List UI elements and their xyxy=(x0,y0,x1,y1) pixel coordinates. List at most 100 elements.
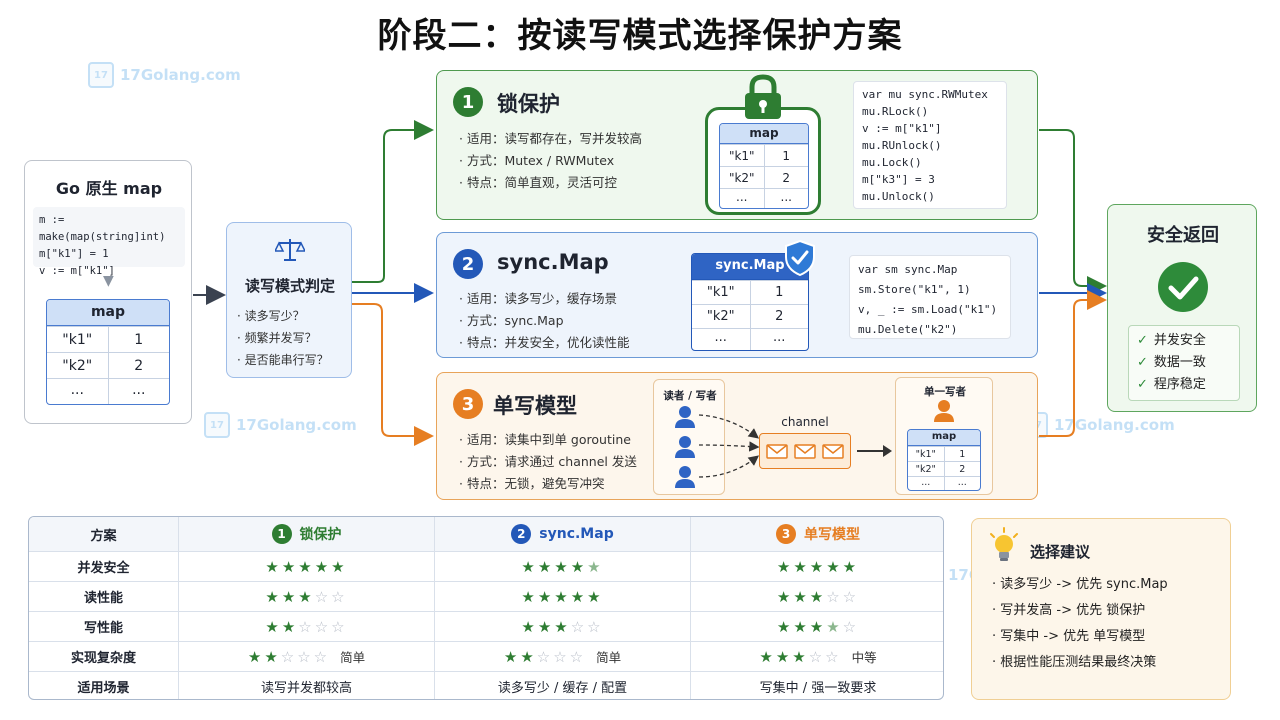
advice-item: · 写并发高 -> 优先 锁保护 xyxy=(992,603,1146,618)
advice-card: 选择建议 · 读多写少 -> 优先 sync.Map · 写并发高 -> 优先 … xyxy=(971,518,1231,700)
star-filled-icon: ★ xyxy=(587,557,604,576)
send-arrows xyxy=(698,414,760,478)
star-empty-icon: ☆ xyxy=(569,647,587,666)
judge-title: 读写模式判定 xyxy=(244,277,335,295)
row-label: 写性能 xyxy=(29,612,179,641)
safe-benefits-list: ✓并发安全 ✓数据一致 ✓程序稳定 xyxy=(1128,325,1240,401)
star-filled-icon: ★ xyxy=(521,557,538,576)
option-syncmap-card: 2 sync.Map · 适用：读多写少，缓存场景 · 方式：sync.Map … xyxy=(436,232,1038,358)
list-item: ✓并发安全 xyxy=(1137,333,1206,348)
judge-question: · 是否能串行写？ xyxy=(237,353,329,367)
star-rating: ★★★☆☆ xyxy=(777,588,859,606)
star-filled-icon: ★ xyxy=(826,557,843,576)
star-filled-icon: ★ xyxy=(264,647,281,666)
scenario-cell: 读写并发都较高 xyxy=(179,672,435,699)
table-header-cell: 方案 xyxy=(29,517,179,551)
table-row: ...... xyxy=(692,328,808,350)
judge-question: · 频繁并发写？ xyxy=(237,331,317,345)
star-empty-icon: ☆ xyxy=(825,647,842,666)
option-bullet: · 方式：请求通过 channel 发送 xyxy=(459,454,637,469)
envelope-icons xyxy=(766,444,844,459)
option-lock-card: 1 锁保护 · 适用：读写都存在，写并发较高 · 方式：Mutex / RWMu… xyxy=(436,70,1038,220)
star-filled-icon: ★ xyxy=(809,557,827,576)
star-empty-icon: ☆ xyxy=(280,647,298,666)
star-filled-icon: ★ xyxy=(503,647,521,666)
rating-cell: ★★★★★ xyxy=(435,582,691,611)
star-filled-icon: ★ xyxy=(554,617,571,636)
star-filled-icon: ★ xyxy=(809,617,827,636)
go-map-code: m := make(map(string]int) m["k1"] = 1 v … xyxy=(33,207,185,277)
star-filled-icon: ★ xyxy=(554,557,571,576)
option-number-badge: 1 xyxy=(271,524,292,544)
code-line: mu.RLock() xyxy=(862,105,929,118)
rating-cell: ★★☆☆☆简单 xyxy=(179,642,435,671)
rating-cell: ★★☆☆☆简单 xyxy=(435,642,691,671)
star-filled-icon: ★ xyxy=(759,647,776,666)
star-empty-icon: ☆ xyxy=(331,617,348,636)
shield-check-icon xyxy=(785,239,815,277)
go-map-title: Go 原生 map xyxy=(55,179,163,198)
star-filled-icon: ★ xyxy=(265,587,282,606)
star-rating: ★★★★☆ xyxy=(777,618,859,636)
star-filled-icon: ★ xyxy=(331,557,348,576)
star-empty-icon: ☆ xyxy=(808,647,826,666)
star-filled-icon: ★ xyxy=(587,587,604,606)
code-line: v := m["k1"] xyxy=(862,122,942,135)
star-empty-icon: ☆ xyxy=(842,587,860,606)
row-label: 实现复杂度 xyxy=(29,642,179,671)
star-filled-icon: ★ xyxy=(570,587,588,606)
option-title: 单写模型 xyxy=(493,394,577,418)
star-empty-icon: ☆ xyxy=(297,647,314,666)
table-row: "k2"2 xyxy=(908,461,980,476)
syncmap-code-snippet: var sm sync.Map sm.Store("k1", 1) v, _ :… xyxy=(849,255,1011,339)
code-line: m := make(map(string]int) xyxy=(39,214,166,243)
option-bullet: · 特点：并发安全，优化读性能 xyxy=(459,335,630,350)
star-empty-icon: ☆ xyxy=(842,617,860,636)
lock-icon xyxy=(745,74,781,119)
list-item: ✓数据一致 xyxy=(1137,355,1206,370)
rating-cell: ★★★☆☆ xyxy=(179,582,435,611)
star-filled-icon: ★ xyxy=(281,617,299,636)
star-filled-icon: ★ xyxy=(537,587,555,606)
map-header: map xyxy=(720,124,808,144)
star-filled-icon: ★ xyxy=(570,557,588,576)
table-row: "k1"1 xyxy=(908,446,980,461)
user-group-icon xyxy=(675,406,695,488)
page-title: 阶段二：按读写模式选择保护方案 xyxy=(377,16,903,56)
option-number-badge: 2 xyxy=(453,249,483,279)
arrow-single-writer-to-safe xyxy=(1039,290,1107,437)
star-filled-icon: ★ xyxy=(298,557,315,576)
code-line: mu.Delete("k2") xyxy=(858,323,958,336)
safe-title: 安全返回 xyxy=(1147,225,1219,246)
rating-cell: ★★★☆☆中等 xyxy=(691,642,943,671)
writer-map-table: map "k1"1 "k2"2 ...... xyxy=(907,429,981,491)
star-filled-icon: ★ xyxy=(537,557,555,576)
option-title: sync.Map xyxy=(497,250,609,274)
table-row: "k2"2 xyxy=(720,166,808,188)
star-filled-icon: ★ xyxy=(314,557,332,576)
star-filled-icon: ★ xyxy=(826,617,843,636)
map-header: map xyxy=(47,300,169,326)
rw-label: 读者 / 写者 xyxy=(663,390,717,402)
star-filled-icon: ★ xyxy=(521,617,538,636)
option-single-writer-card: 3 单写模型 · 适用：读集中到单 goroutine · 方式：请求通过 ch… xyxy=(436,372,1038,500)
advice-item: · 写集中 -> 优先 单写模型 xyxy=(992,629,1146,644)
table-row: 写性能★★☆☆☆★★★☆☆★★★★☆ xyxy=(29,611,943,641)
star-rating: ★★☆☆☆ xyxy=(265,618,347,636)
star-filled-icon: ★ xyxy=(537,617,555,636)
watermark-logo-icon: 17 xyxy=(204,412,230,438)
option-bullet: · 适用：读写都存在，写并发较高 xyxy=(459,131,642,146)
star-empty-icon: ☆ xyxy=(553,647,570,666)
star-filled-icon: ★ xyxy=(792,647,809,666)
scenario-cell: 读多写少 / 缓存 / 配置 xyxy=(435,672,691,699)
star-empty-icon: ☆ xyxy=(587,617,604,636)
scale-icon xyxy=(275,239,305,261)
table-row: 并发安全★★★★★★★★★★★★★★★ xyxy=(29,551,943,581)
option-bullet: · 特点：简单直观，灵活可控 xyxy=(459,175,617,190)
star-empty-icon: ☆ xyxy=(314,587,332,606)
option-bullet: · 方式：Mutex / RWMutex xyxy=(459,153,615,168)
